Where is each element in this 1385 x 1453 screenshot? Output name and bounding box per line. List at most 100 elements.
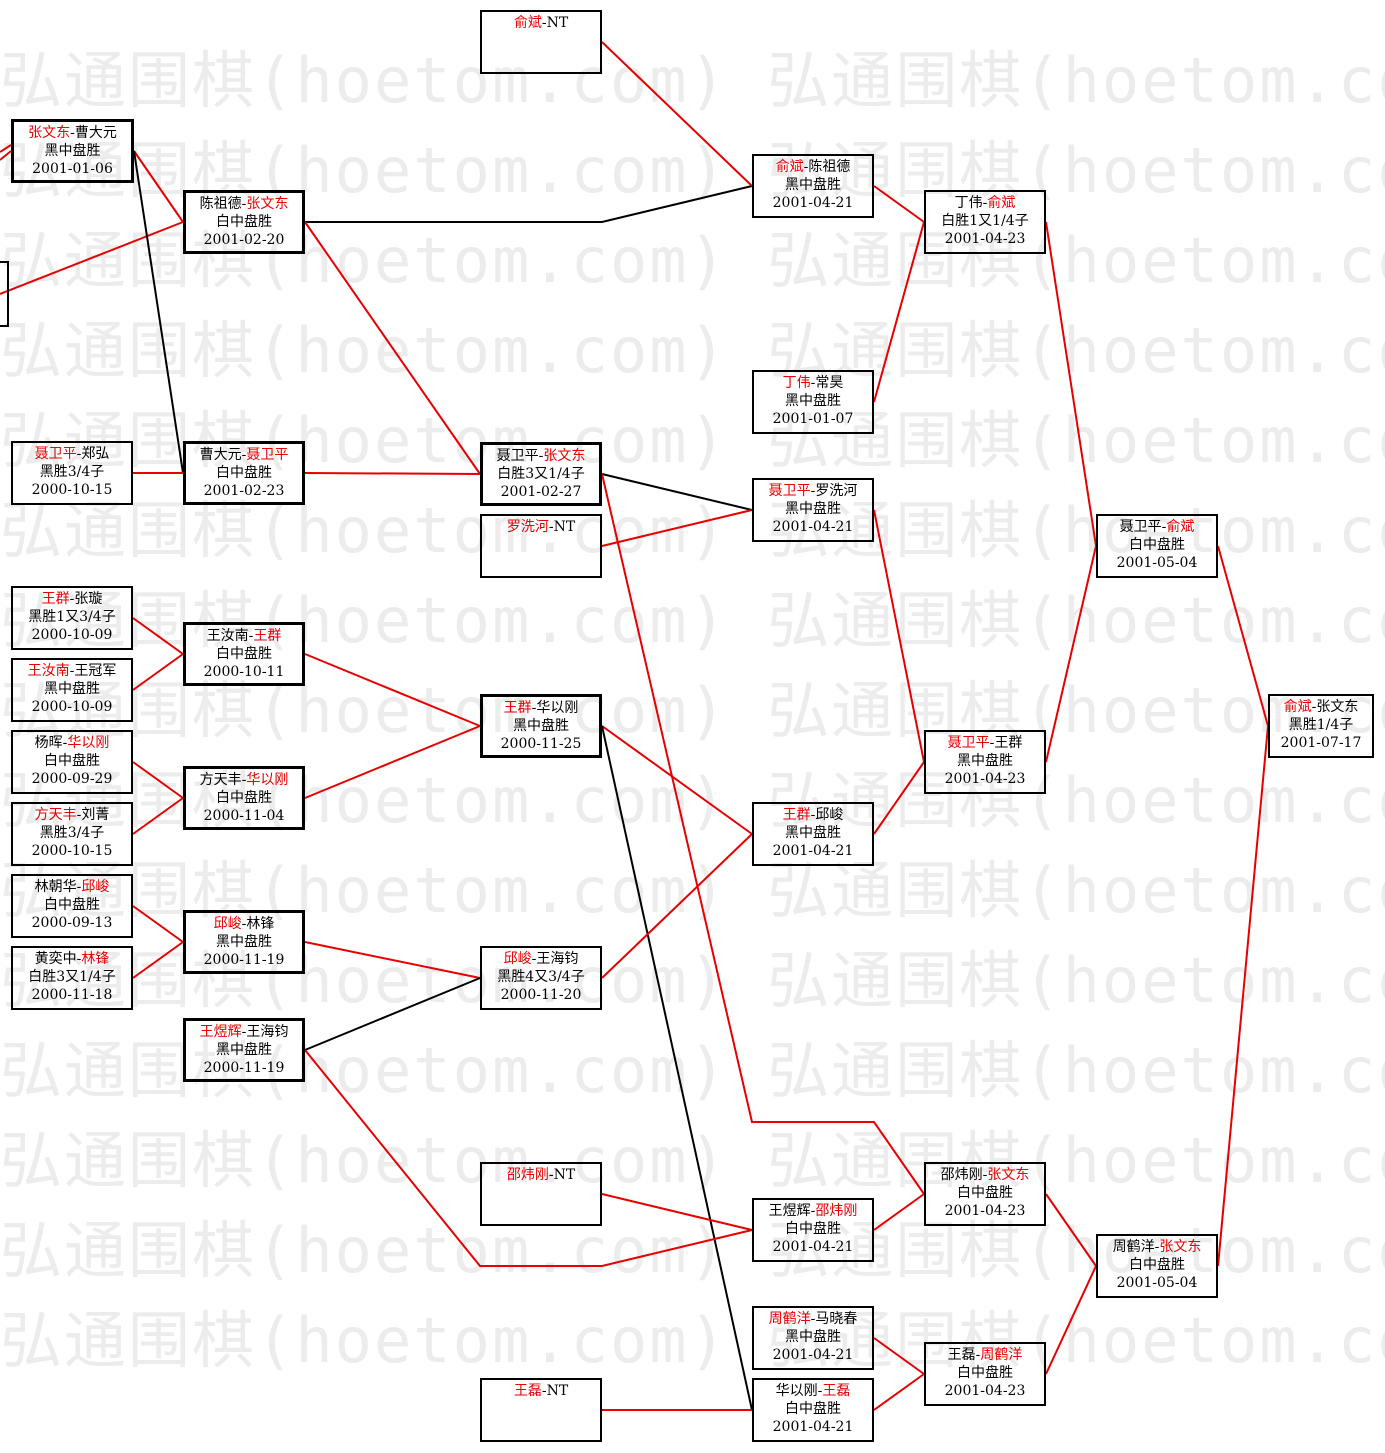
black-player: 俞斌	[513, 15, 542, 31]
game-players: 方天丰-刘菁	[13, 806, 131, 824]
game-result: 黑中盘胜	[44, 681, 100, 697]
game-players: 王群-华以刚	[483, 699, 599, 717]
game-players: 杨晖-华以刚	[13, 734, 131, 752]
game-date: 2001-05-04	[1116, 555, 1198, 571]
winner-line	[132, 941, 184, 979]
winner-line	[601, 725, 753, 835]
vs-dash: -	[810, 1203, 816, 1219]
game-box: 聂卫平-张文东白胜3又1/4子 2001-02-27	[480, 442, 602, 506]
white-player: 王磊	[822, 1383, 851, 1399]
game-date: 2000-11-19	[203, 952, 285, 968]
winner-line	[132, 617, 184, 655]
game-result: 白中盘胜	[1129, 1257, 1185, 1273]
game-date: 2001-07-17	[1280, 735, 1362, 751]
white-player: 邵炜刚	[815, 1203, 858, 1219]
game-date: 2000-10-11	[203, 664, 285, 680]
winner-line	[873, 761, 925, 835]
black-player: 杨晖	[34, 735, 63, 751]
white-player: NT	[553, 519, 576, 535]
game-date: 2001-04-23	[944, 1383, 1026, 1399]
game-result: 白中盘胜	[957, 1185, 1013, 1201]
game-players: 王煜辉-王海钧	[186, 1023, 302, 1041]
game-players: 王汝南-王群	[186, 627, 302, 645]
white-player: 俞斌	[987, 195, 1016, 211]
game-result: 黑中盘胜	[957, 753, 1013, 769]
game-players: 周鹤洋-马晓春	[754, 1310, 872, 1328]
game-date: 2000-09-13	[31, 915, 113, 931]
vs-dash: -	[817, 1383, 823, 1399]
black-player: 曹大元	[199, 447, 242, 463]
game-date: 2000-11-18	[31, 987, 113, 1003]
game-box: 王磊-NT	[480, 1378, 602, 1442]
game-result: 黑胜4又3/4子	[497, 969, 585, 985]
white-player: 聂卫平	[246, 447, 289, 463]
black-player: 周鹤洋	[768, 1311, 811, 1327]
game-result: 白胜1又1/4子	[941, 213, 1029, 229]
winner-line	[304, 653, 481, 727]
game-players: 王煜辉-邵炜刚	[754, 1202, 872, 1220]
game-box: 罗洗河-NT	[480, 514, 602, 578]
winner-line	[0, 150, 12, 161]
game-players: 陈祖德-张文东	[186, 195, 302, 213]
white-player: 华以刚	[246, 772, 289, 788]
game-date: 2001-02-20	[203, 232, 285, 248]
loser-line	[0, 261, 9, 327]
game-result: 白中盘胜	[216, 646, 272, 662]
vs-dash: -	[548, 1167, 554, 1183]
game-box: 陈祖德-张文东白中盘胜 2001-02-20	[183, 190, 305, 254]
vs-dash: -	[1161, 519, 1167, 535]
winner-line	[873, 1373, 925, 1411]
winner-line	[601, 41, 753, 187]
game-result: 黑中盘胜	[44, 143, 101, 159]
white-player: 周鹤洋	[980, 1347, 1023, 1363]
vs-dash: -	[69, 591, 75, 607]
game-result: 白胜3又1/4子	[497, 466, 585, 482]
winner-line	[132, 653, 184, 691]
game-players: 聂卫平-张文东	[483, 447, 599, 465]
game-result: 黑中盘胜	[785, 393, 841, 409]
winner-line	[0, 221, 184, 295]
game-date: 2000-11-25	[500, 736, 582, 752]
game-date: 2001-05-04	[1116, 1275, 1198, 1291]
winner-line	[1045, 545, 1097, 763]
black-player: 邱峻	[503, 951, 532, 967]
game-date: 2001-02-27	[500, 484, 582, 500]
vs-dash: -	[803, 159, 809, 175]
game-date: 2000-09-29	[31, 771, 113, 787]
white-player: 郑弘	[81, 446, 110, 462]
loser-line	[601, 725, 753, 1411]
game-result: 黑中盘胜	[785, 825, 841, 841]
white-player: 曹大元	[74, 125, 117, 141]
black-player: 林朝华	[34, 879, 77, 895]
white-player: 俞斌	[1166, 519, 1195, 535]
loser-line	[133, 150, 184, 474]
vs-dash: -	[70, 125, 75, 141]
game-date: 2000-10-15	[31, 482, 113, 498]
black-player: 俞斌	[1283, 699, 1312, 715]
game-box: 邵炜刚-NT	[480, 1162, 602, 1226]
game-date: 2001-04-23	[944, 771, 1026, 787]
winner-line	[601, 1193, 753, 1231]
vs-dash: -	[989, 735, 995, 751]
game-result: 白中盘胜	[216, 214, 272, 230]
black-player: 邵炜刚	[506, 1167, 549, 1183]
game-players: 聂卫平-俞斌	[1098, 518, 1216, 536]
winner-line	[1045, 1193, 1097, 1267]
white-player: 王海钧	[536, 951, 579, 967]
white-player: NT	[546, 15, 569, 31]
white-player: 王冠军	[74, 663, 117, 679]
white-player: 马晓春	[815, 1311, 858, 1327]
white-player: 华以刚	[536, 700, 579, 716]
vs-dash: -	[982, 195, 988, 211]
game-players: 王磊-周鹤洋	[926, 1346, 1044, 1364]
